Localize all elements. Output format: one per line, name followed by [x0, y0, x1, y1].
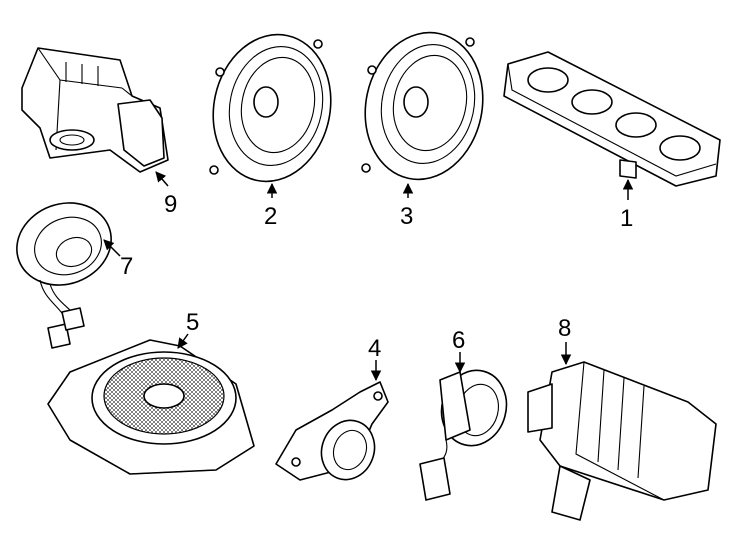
part-8-amplifier [527, 361, 717, 521]
part-3-speaker [361, 31, 484, 181]
callout-1: 1 [620, 205, 633, 232]
part-6-tweeter [419, 369, 508, 501]
callout-2: 2 [264, 203, 277, 230]
callout-4: 4 [368, 335, 381, 362]
callout-9: 9 [164, 191, 177, 218]
part-5-subwoofer [47, 339, 255, 475]
leader-5 [177, 333, 189, 349]
callout-7: 7 [120, 253, 133, 280]
leader-9 [155, 171, 169, 187]
leader-7 [103, 239, 121, 257]
part-9-housing [21, 47, 169, 173]
part-2-speaker [209, 33, 332, 183]
callout-3: 3 [400, 203, 413, 230]
callout-8: 8 [558, 315, 571, 342]
part-1-bracket [503, 51, 721, 187]
part-7-speaker [16, 202, 112, 349]
callout-5: 5 [186, 309, 199, 336]
callout-6: 6 [452, 327, 465, 354]
part-4-tweeter [275, 381, 389, 481]
